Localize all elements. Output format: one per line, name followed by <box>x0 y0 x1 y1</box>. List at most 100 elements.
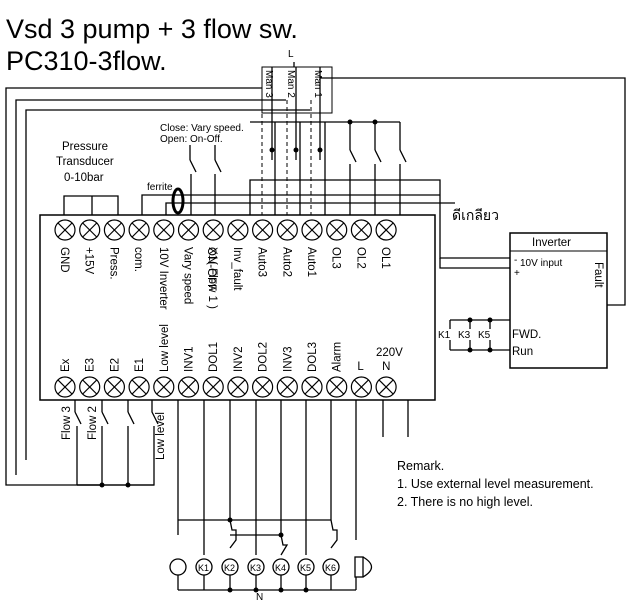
top-label-14: OL1 <box>379 247 391 269</box>
bottom-label-13: L <box>357 361 364 373</box>
top-terminal-14 <box>375 219 397 241</box>
neutral-label: N <box>256 592 263 600</box>
top-terminal-9 <box>252 219 274 241</box>
bottom-label-1: Ex <box>60 358 72 372</box>
manual-label-3: Man 3 <box>263 70 274 98</box>
bottom-label-3: E2 <box>109 358 121 372</box>
pressure-transducer: Pressure Transducer 0-10bar ferrite <box>56 141 455 215</box>
bottom-terminal-7 <box>202 376 224 398</box>
manual-label-2: Man 2 <box>285 70 296 98</box>
inverter-fault-label: Fault <box>592 262 604 288</box>
bottom-label-6: INV1 <box>184 346 196 372</box>
coil-k2: K2 <box>221 558 239 590</box>
top-terminal-1 <box>54 219 76 241</box>
top-label-6: Vary speed <box>182 247 194 304</box>
top-label-8: Inv_fault <box>231 247 243 291</box>
top-label-3: Press. <box>107 247 119 280</box>
top-label-4: com. <box>132 247 144 272</box>
flow2-label: Flow 2 <box>87 406 99 440</box>
bottom-terminal-12 <box>326 376 348 398</box>
top-label-10: Auto2 <box>280 247 292 277</box>
bottom-terminal-13 <box>350 376 372 398</box>
inverter-minus: - <box>514 255 517 266</box>
manual-switch-frame <box>261 66 333 114</box>
low-level-label: Low level <box>155 412 167 460</box>
remark-item-2: 2. There is no high level. <box>397 495 533 509</box>
top-terminal-4 <box>128 219 150 241</box>
bottom-terminal-5 <box>153 376 175 398</box>
top-terminal-labels: GND +15V Press. com. 10V Inverter Vary speed X… <box>58 247 391 310</box>
bottom-terminal-11 <box>301 376 323 398</box>
inverter-box <box>509 232 608 369</box>
top-label-11: Auto1 <box>305 247 317 277</box>
bottom-terminal-strip <box>54 376 397 398</box>
pt-line3: 0-10bar <box>64 172 104 184</box>
coil-k4: K4 <box>272 558 290 590</box>
top-terminal-7 <box>202 219 224 241</box>
top-terminal-5 <box>153 219 175 241</box>
bottom-label-9: DOL2 <box>258 342 270 372</box>
inverter-run-label: Run <box>512 346 533 358</box>
inverter-fwd-label: FWD. <box>512 329 541 341</box>
vary-speed-sub-label: ON-OFF <box>205 247 217 291</box>
coil-label: K5 <box>300 563 311 573</box>
bottom-terminal-8 <box>227 376 249 398</box>
output-wiring: N <box>177 400 357 600</box>
speed-note-open: Open: On-Off. <box>160 134 223 145</box>
coil-label: K6 <box>325 563 336 573</box>
low-level-lamp <box>169 558 187 576</box>
top-terminal-strip <box>54 219 397 241</box>
diagram-title: Vsd 3 pump + 3 flow sw. <box>6 14 298 44</box>
twisted-cable-label: ดีเกลียว <box>452 207 499 223</box>
inverter-title: Inverter <box>532 237 571 249</box>
bottom-label-14: N <box>382 361 390 373</box>
flow3-label: Flow 3 <box>61 406 73 440</box>
top-label-9: Auto3 <box>256 247 268 277</box>
top-label-12: OL3 <box>330 247 342 269</box>
remark-heading: Remark. <box>397 459 444 473</box>
outer-wires <box>5 77 626 486</box>
top-label-2: +15V <box>83 247 95 275</box>
coil-k3: K3 <box>247 558 265 590</box>
diagram-subtitle: PC310-3flow. <box>6 46 167 76</box>
bottom-terminal-1 <box>54 376 76 398</box>
coil-label: K3 <box>250 563 261 573</box>
inverter-contacts: K1 K3 K5 <box>438 317 510 353</box>
bottom-label-12: Alarm <box>332 342 344 372</box>
bottom-terminal-10 <box>276 376 298 398</box>
bottom-terminal-4 <box>128 376 150 398</box>
contact-k5: K5 <box>478 330 491 341</box>
bottom-label-4: E1 <box>134 358 146 372</box>
bottom-terminal-14 <box>375 376 397 398</box>
coil-k1: K1 <box>195 558 213 590</box>
top-label-5: 10V Inverter <box>157 247 169 310</box>
coil-k5: K5 <box>297 558 315 590</box>
ferrite-ring <box>171 187 185 215</box>
top-label-7: X1( Flow 1 ) <box>206 247 218 309</box>
contact-k1: K1 <box>438 330 451 341</box>
manual-supply-label: L <box>288 49 294 60</box>
inverter-plus: + <box>514 268 520 279</box>
pt-line2: Transducer <box>56 156 114 168</box>
bottom-label-8: INV2 <box>233 346 245 372</box>
flow-switch-wiring: Flow 3 Flow 2 Low level <box>61 400 167 488</box>
remark-block: Remark. 1. Use external level measuremen… <box>397 459 594 509</box>
manual-label-1: Man 1 <box>312 70 323 98</box>
inverter-input-label: 10V input <box>520 258 562 269</box>
alarm-horn <box>354 556 373 590</box>
speed-note-close: Close: Vary speed. <box>160 123 244 134</box>
bottom-terminal-9 <box>252 376 274 398</box>
coil-label: K1 <box>198 563 209 573</box>
top-terminal-10 <box>276 219 298 241</box>
top-label-1: GND <box>58 247 70 273</box>
inverter-block: Inverter - 10V input + Fault FWD. Run <box>509 232 626 369</box>
bottom-label-2: E3 <box>85 358 97 372</box>
top-label-13: OL2 <box>354 247 366 269</box>
bottom-label-10: INV3 <box>282 346 294 372</box>
top-contacts <box>249 119 510 269</box>
top-terminal-3 <box>103 219 126 241</box>
coil-row: K1 K2 K3 K4 K5 K6 <box>195 558 340 590</box>
top-terminal-6 <box>177 219 200 241</box>
